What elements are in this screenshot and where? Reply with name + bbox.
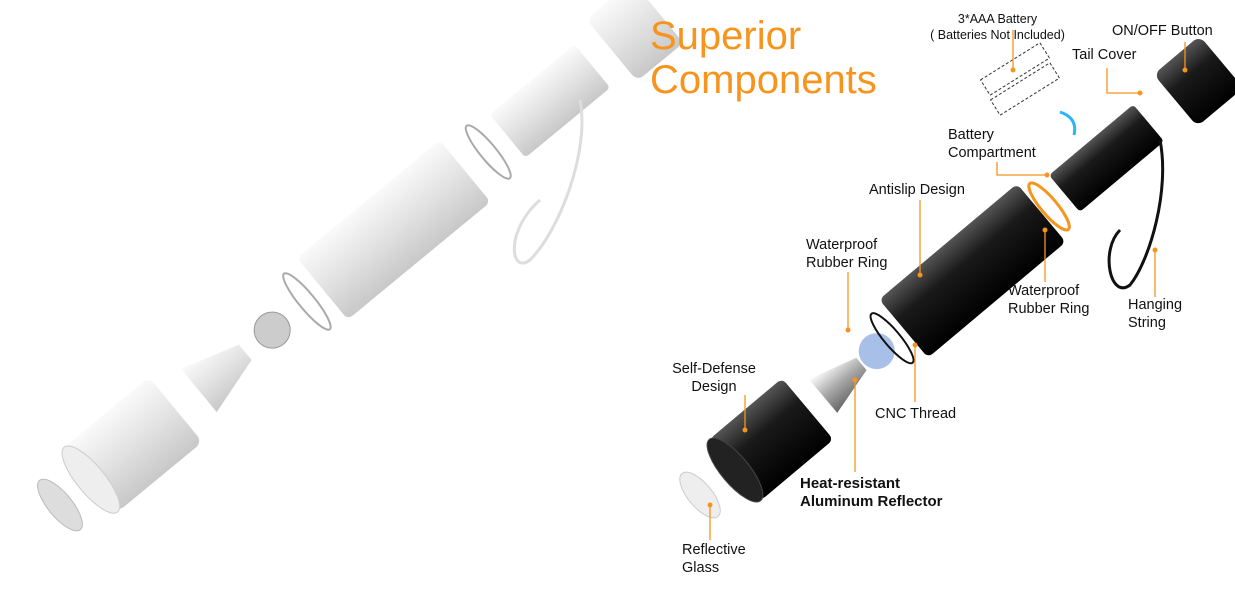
reflector-cone [181,344,252,413]
gear-plate [253,311,291,349]
leader-lines [709,30,1186,540]
l1: Self-Defense [672,361,756,377]
white-flashlight [37,0,681,532]
battery-holder [491,46,609,157]
label-battery-2: ( Batteries Not Included) [930,28,1065,42]
l2: Rubber Ring [1008,301,1090,317]
l2: Rubber Ring [806,255,888,271]
label-battery-1: 3*AAA Battery [957,12,1038,26]
body-black [881,186,1064,356]
l1: Waterproof [806,237,878,253]
l1: Battery [948,127,994,143]
tail-cap [589,0,681,78]
label-battery: 3*AAA Battery ( Batteries Not Included) [905,11,1090,43]
l1: Heat-resistant [800,475,901,492]
l2: Compartment [948,145,1036,161]
reflector-silver [808,357,867,413]
l1: Hanging [1128,297,1183,313]
label-antislip: Antislip Design [869,182,965,198]
label-on-off: ON/OFF Button [1112,23,1213,39]
insert-arrow [1059,110,1077,136]
l2: Design [691,379,737,395]
l1: Waterproof [1008,283,1080,299]
glass-lens [37,478,83,532]
l2: String [1128,315,1166,331]
tail-black [1156,39,1235,124]
reflective-glass-part [679,471,721,519]
battery-sketch [979,42,1061,116]
title-line1: Superior [650,14,802,58]
l2: Glass [682,560,720,576]
l2: Aluminum Reflector [800,493,943,510]
body-tube [299,142,489,318]
l1: Reflective [682,542,746,558]
title-line2: Components [650,58,877,102]
black-lanyard [1107,139,1165,290]
white-lanyard [512,99,584,265]
label-cnc-thread: CNC Thread [875,406,957,422]
compartment-black [1050,106,1163,211]
label-tail-cover: Tail Cover [1072,47,1137,63]
